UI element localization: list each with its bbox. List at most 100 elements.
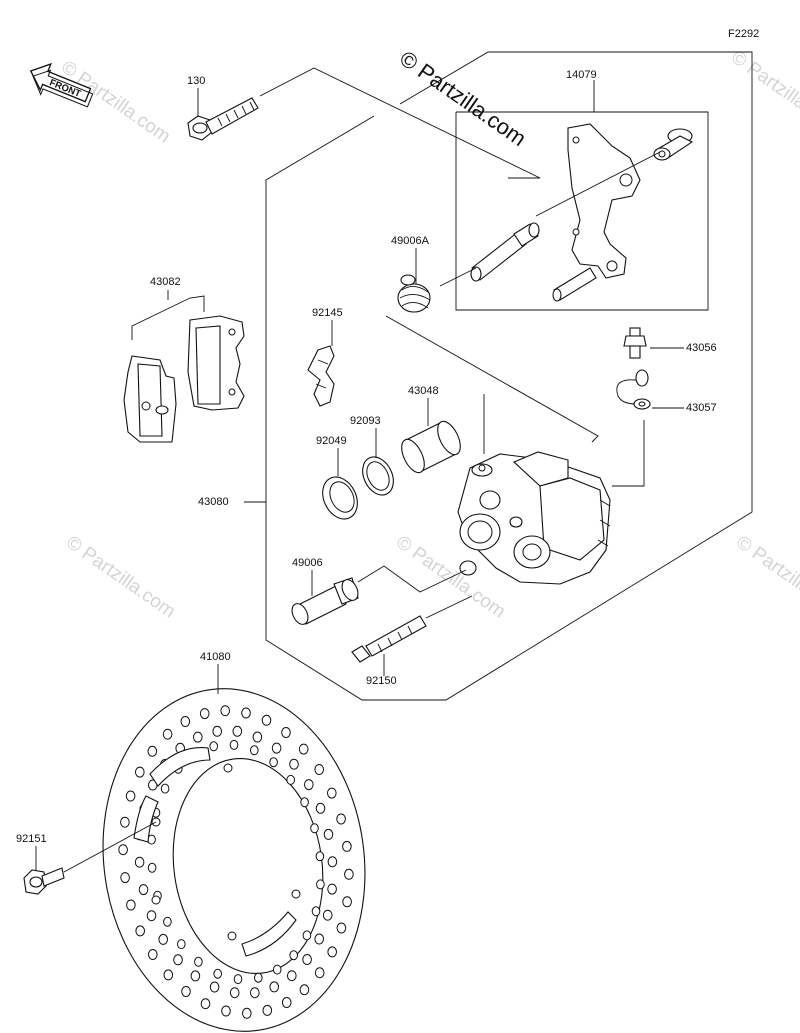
- disc-hole: [281, 727, 291, 738]
- disc-hole: [314, 933, 325, 945]
- disc-hole: [177, 939, 186, 950]
- disc-hole: [194, 956, 203, 967]
- watermark-faint-1: © Partzilla.com: [57, 57, 174, 148]
- leader-pin-axis: [439, 267, 477, 287]
- label-14079: 14079: [566, 69, 597, 81]
- caliper-bracket-14079: [552, 123, 694, 302]
- disc-hole: [212, 725, 222, 737]
- label-43056: 43056: [686, 342, 717, 354]
- bleeder-cap-43057: [616, 369, 651, 410]
- disc-hole: [200, 998, 211, 1010]
- label-43057: 43057: [686, 402, 717, 414]
- disc-hole: [281, 997, 292, 1008]
- disc-hole: [163, 916, 172, 927]
- disc-hole: [289, 950, 299, 961]
- disc-hole: [272, 964, 282, 975]
- disc-hole: [304, 779, 314, 791]
- disc-hole: [125, 790, 136, 802]
- leader-43082: [131, 295, 205, 340]
- disc-hole: [269, 981, 280, 993]
- front-arrow-icon: FRONT: [29, 62, 94, 108]
- disc-hole: [180, 716, 191, 727]
- disc-hole: [302, 954, 312, 965]
- disc-hole: [252, 731, 263, 743]
- disc-hole: [287, 970, 297, 982]
- disc-hole: [135, 766, 145, 778]
- disc-hole: [250, 987, 260, 999]
- disc-hole: [314, 967, 325, 979]
- disc-hole: [229, 987, 240, 999]
- disc-hole: [241, 707, 251, 719]
- disc-hole: [147, 745, 158, 757]
- disc-hole: [289, 758, 299, 770]
- label-92145: 92145: [312, 307, 343, 319]
- disc-hole: [286, 774, 296, 785]
- leader-92150-axis: [425, 595, 473, 619]
- label-92151: 92151: [16, 833, 47, 845]
- disc-hole: [299, 984, 310, 996]
- label-92093: 92093: [350, 415, 381, 427]
- disc-hole: [120, 872, 130, 884]
- watermark-main: © Partzilla.com: [395, 46, 531, 152]
- disc-hole: [242, 1007, 252, 1019]
- disc-holes: [118, 705, 354, 1019]
- disc-hole: [327, 856, 338, 868]
- disc-hole: [342, 896, 352, 908]
- disc-hole: [147, 862, 157, 873]
- slide-pin-49006: [291, 577, 359, 625]
- disc-hole: [233, 974, 243, 985]
- leader-bracket-axis: [535, 151, 661, 217]
- disc-hole: [163, 969, 174, 981]
- leader-92151-axis: [63, 821, 157, 873]
- label-41080: 41080: [200, 651, 231, 663]
- dust-seal-92093: [362, 456, 394, 496]
- disc-hole: [229, 739, 239, 750]
- leader-130-bracket: [259, 67, 541, 179]
- leader-boot-caliper: [385, 315, 599, 443]
- disc-hole: [209, 981, 220, 993]
- bolt-130: [187, 97, 259, 141]
- disc-hole: [118, 844, 128, 856]
- watermark-faint-2: © Partzilla.com: [727, 47, 800, 138]
- disc-hole: [160, 783, 170, 794]
- leader-49006-caliper: [357, 565, 467, 593]
- label-49006A: 49006A: [391, 235, 430, 247]
- disc-hole: [148, 949, 158, 960]
- disc-hole: [315, 851, 325, 862]
- disc-hole: [232, 725, 243, 737]
- disc-hole: [262, 1004, 273, 1016]
- bracket-subassembly-outline: [455, 111, 709, 311]
- disc-hole: [323, 828, 334, 840]
- caliper-assembly-outline: [265, 51, 753, 701]
- caliper-body-43080: [457, 451, 611, 585]
- bleeder-valve-43056: [623, 327, 647, 359]
- disc-hole: [327, 883, 337, 895]
- disc-hole: [126, 899, 136, 911]
- watermark-faint-5: © Partzilla.com: [732, 532, 800, 623]
- disc-hole: [271, 742, 282, 754]
- disc-hole: [158, 933, 168, 945]
- label-92150: 92150: [366, 675, 397, 687]
- disc-hole: [316, 879, 325, 890]
- disc-hole: [162, 728, 173, 740]
- disc-hole: [311, 906, 321, 917]
- label-43082: 43082: [150, 276, 181, 288]
- disc-hole: [134, 856, 145, 868]
- figure-code: F2292: [728, 28, 759, 40]
- disc-hole: [315, 802, 326, 814]
- label-130: 130: [187, 75, 205, 87]
- brake-disc-41080: [102, 688, 366, 1032]
- disc-hole: [146, 910, 157, 922]
- disc-hole: [261, 714, 272, 726]
- disc-hole: [322, 909, 333, 921]
- label-43048: 43048: [408, 385, 439, 397]
- disc-hole: [327, 787, 337, 799]
- disc-hole: [310, 823, 319, 834]
- disc-hole: [302, 930, 312, 941]
- disc-hole: [300, 797, 309, 808]
- disc-hole: [193, 731, 203, 743]
- disc-hole: [120, 816, 130, 828]
- disc-hole: [344, 868, 354, 880]
- pad-spring-92145: [307, 345, 335, 407]
